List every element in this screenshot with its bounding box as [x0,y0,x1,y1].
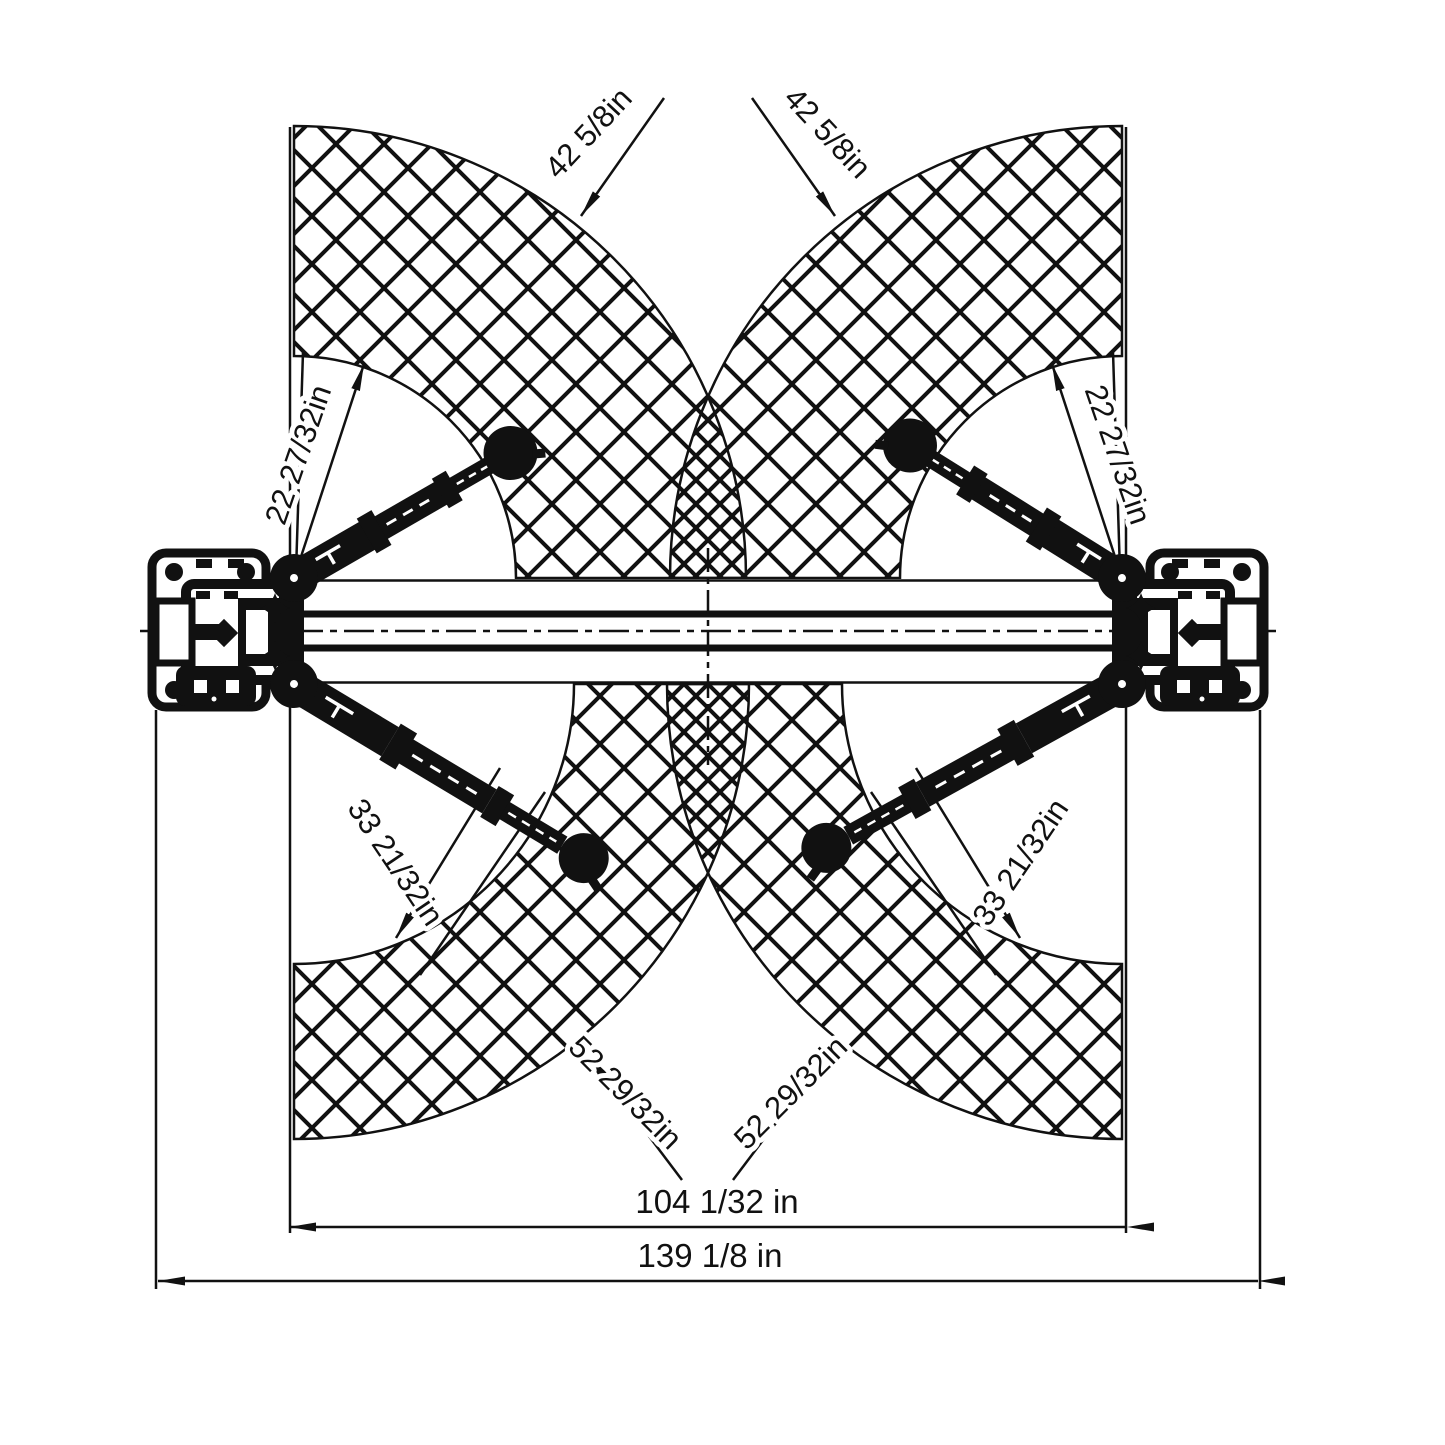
dim-front-min-right: 22 27/32in [1078,380,1158,528]
crossbeam [140,548,1276,765]
dim-rear-max-right: 52 29/32in [727,1029,854,1156]
dim-front-max-left: 42 5/8in [538,81,639,186]
width-dimensions [158,1222,1285,1286]
sweep-front-right [668,124,1124,579]
dim-rear-min-left: 33 21/32in [341,792,451,932]
dim-front-max-right: 42 5/8in [777,81,878,186]
dim-overall-width: 139 1/8 in [638,1237,783,1274]
dim-rear-max-left: 52 29/32in [562,1029,689,1156]
dim-inner-width: 104 1/32 in [635,1183,798,1220]
sweep-rear-right [665,683,1124,1141]
dim-rear-min-right: 33 21/32in [965,792,1075,932]
dim-front-min-left: 22 27/32in [258,380,338,528]
front-arm-sweep-areas [292,124,1124,579]
